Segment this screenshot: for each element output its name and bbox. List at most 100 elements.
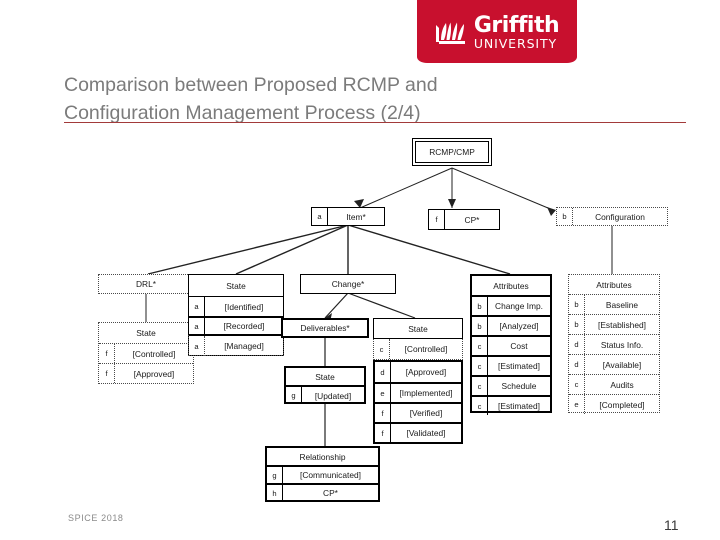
- brand-name-secondary: UNIVERSITY: [473, 36, 558, 52]
- row-value: [Managed]: [224, 341, 264, 351]
- row-value: CP*: [323, 488, 338, 498]
- table-row[interactable]: c [Estimated]: [472, 395, 550, 415]
- node-deliverables-state-title: State: [315, 371, 335, 382]
- node-configuration-label: Configuration: [595, 211, 645, 222]
- griffith-book-emblem-icon: [435, 22, 465, 44]
- row-key: e: [569, 395, 585, 414]
- row-key: f: [99, 364, 115, 383]
- row-key: a: [189, 297, 205, 316]
- node-cp[interactable]: f CP*: [428, 209, 500, 230]
- node-item[interactable]: a Item*: [311, 207, 385, 226]
- row-key: c: [472, 357, 488, 375]
- table-row[interactable]: f [Verified]: [375, 402, 461, 422]
- node-change-state-title: State: [408, 323, 428, 334]
- table-row[interactable]: b Change Imp.: [472, 295, 550, 315]
- node-change[interactable]: Change*: [300, 274, 396, 294]
- node-configuration[interactable]: b Configuration: [556, 207, 668, 226]
- table-row[interactable]: d Status Info.: [569, 334, 659, 354]
- node-relationship-title: Relationship: [299, 451, 346, 462]
- node-item-attributes[interactable]: Attributes b Change Imp. b [Analyzed] c …: [470, 274, 552, 415]
- footer-conference-label: SPICE 2018: [68, 513, 124, 523]
- node-configuration-attributes[interactable]: Attributes b Baseline b [Established] d …: [568, 274, 660, 414]
- row-value: [Controlled]: [404, 344, 448, 354]
- node-root-rcmp-cmp[interactable]: RCMP/CMP: [412, 138, 492, 166]
- table-row[interactable]: c [Estimated]: [472, 355, 550, 375]
- node-deliverables[interactable]: Deliverables*: [281, 318, 369, 338]
- row-key: c: [472, 337, 488, 355]
- node-configuration-attributes-title: Attributes: [596, 279, 632, 290]
- table-row[interactable]: h CP*: [267, 483, 378, 501]
- row-value: [Recorded]: [223, 321, 265, 331]
- table-row[interactable]: c Cost: [472, 335, 550, 355]
- table-row[interactable]: b [Established]: [569, 314, 659, 334]
- table-row[interactable]: d [Approved]: [375, 362, 461, 382]
- row-key: e: [375, 384, 391, 402]
- row-key: d: [375, 362, 391, 382]
- table-row[interactable]: e [Completed]: [569, 394, 659, 414]
- node-cp-label: CP*: [464, 214, 480, 225]
- row-value: Change Imp.: [495, 301, 543, 311]
- row-value: [Implemented]: [399, 388, 453, 398]
- row-value: [Identified]: [224, 301, 264, 312]
- node-change-state-controlled[interactable]: c [Controlled]: [373, 339, 463, 360]
- node-drl-state[interactable]: State f [Controlled] f [Approved]: [98, 322, 194, 384]
- table-row[interactable]: c Schedule: [472, 375, 550, 395]
- row-value: [Estimated]: [498, 401, 540, 411]
- table-row[interactable]: f [Controlled]: [99, 343, 193, 363]
- table-row[interactable]: g [Updated]: [286, 385, 364, 404]
- row-key: c: [472, 397, 488, 415]
- node-item-label: Item*: [346, 211, 366, 222]
- row-value: [Established]: [598, 319, 646, 330]
- node-cp-key: f: [429, 210, 445, 229]
- table-row[interactable]: f [Approved]: [99, 363, 193, 383]
- table-row[interactable]: a [Identified]: [189, 296, 283, 316]
- row-value: [Completed]: [599, 399, 645, 410]
- row-key: g: [267, 467, 283, 483]
- process-comparison-diagram: RCMP/CMP a Item* f CP* b Configuration D…: [0, 128, 720, 513]
- row-key: f: [375, 404, 391, 422]
- node-drl-state-title: State: [136, 328, 156, 338]
- row-value: [Approved]: [405, 367, 447, 377]
- node-relationship[interactable]: Relationship g [Communicated] h CP*: [265, 446, 380, 502]
- row-key: a: [189, 336, 205, 356]
- node-item-state[interactable]: State a [Identified] a [Recorded] a [Man…: [188, 274, 284, 356]
- node-deliverables-title: Deliverables*: [300, 323, 350, 333]
- node-root-label: RCMP/CMP: [415, 141, 489, 163]
- brand-name-primary: Griffith: [473, 13, 560, 39]
- node-item-state-title: State: [226, 280, 246, 291]
- row-key: c: [472, 377, 488, 395]
- table-row[interactable]: c Audits: [569, 374, 659, 394]
- row-key: b: [472, 317, 488, 335]
- table-row[interactable]: g [Communicated]: [267, 465, 378, 483]
- row-value: [Validated]: [406, 428, 446, 438]
- node-change-state-steps[interactable]: d [Approved] e [Implemented] f [Verified…: [373, 360, 463, 444]
- node-drl[interactable]: DRL*: [98, 274, 194, 294]
- node-change-state[interactable]: State: [373, 318, 463, 339]
- row-value: Schedule: [501, 381, 537, 391]
- row-value: [Communicated]: [300, 470, 361, 480]
- page-number: 11: [664, 517, 679, 533]
- node-drl-title: DRL*: [135, 279, 156, 289]
- row-key: c: [374, 339, 390, 359]
- table-row[interactable]: f [Validated]: [375, 422, 461, 442]
- table-row[interactable]: d [Available]: [569, 354, 659, 374]
- row-key: c: [569, 375, 585, 394]
- row-key: b: [472, 297, 488, 315]
- node-configuration-key: b: [557, 208, 573, 225]
- node-change-title: Change*: [331, 279, 365, 289]
- row-key: g: [286, 387, 302, 404]
- row-key: f: [99, 344, 115, 363]
- row-key: h: [267, 485, 283, 501]
- row-value: Audits: [610, 379, 634, 390]
- row-key: b: [569, 295, 585, 314]
- row-value: [Verified]: [409, 408, 443, 418]
- table-row[interactable]: a [Recorded]: [189, 316, 283, 336]
- table-row[interactable]: b Baseline: [569, 294, 659, 314]
- table-row[interactable]: e [Implemented]: [375, 382, 461, 402]
- table-row[interactable]: b [Analyzed]: [472, 315, 550, 335]
- node-deliverables-state[interactable]: State g [Updated]: [284, 366, 366, 404]
- table-row[interactable]: a [Managed]: [189, 336, 283, 356]
- row-key: d: [569, 335, 585, 354]
- row-value: [Estimated]: [498, 361, 540, 371]
- row-key: b: [569, 315, 585, 334]
